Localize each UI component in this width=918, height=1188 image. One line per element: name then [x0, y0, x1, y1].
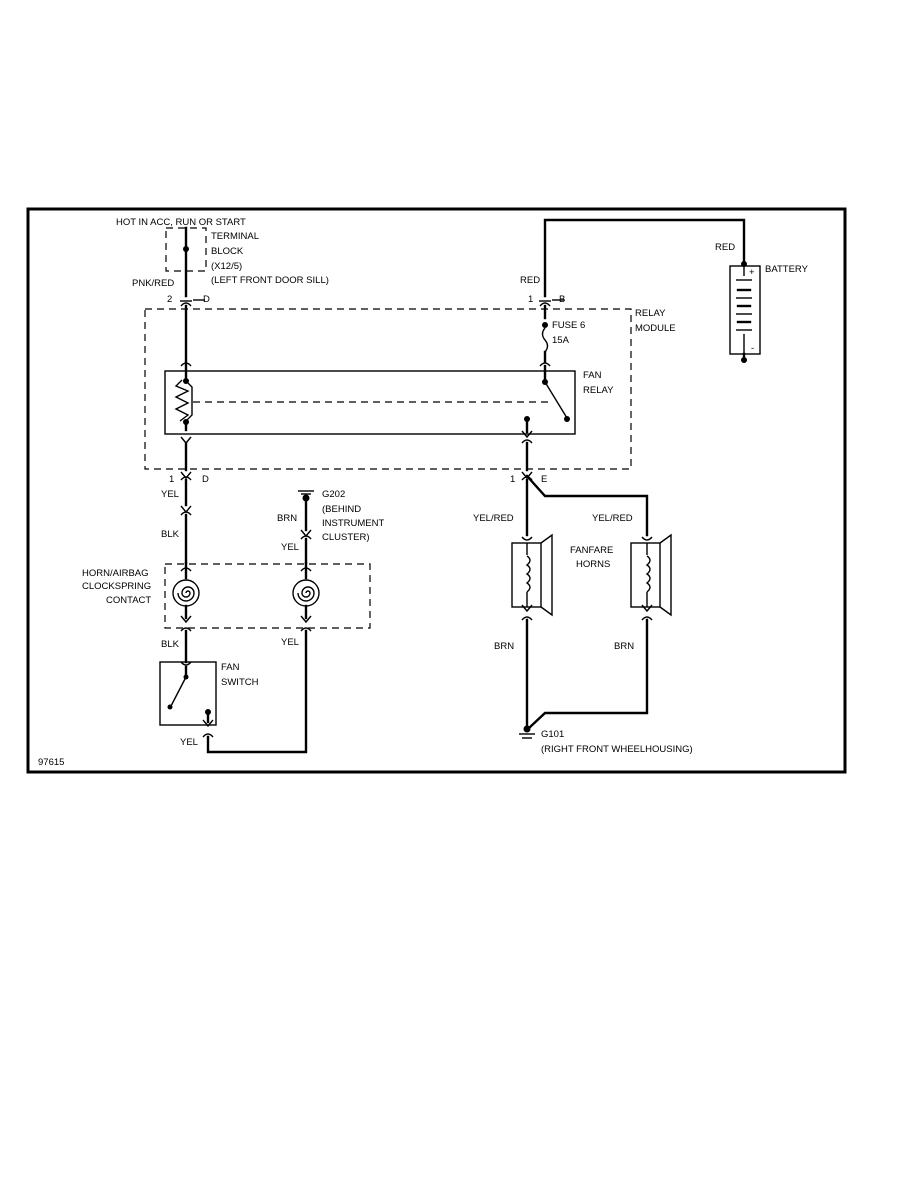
terminal-block-label-4: (LEFT FRONT DOOR SILL) — [211, 275, 329, 286]
relay-coil — [174, 364, 193, 432]
fan-switch-label-2: SWITCH — [221, 677, 259, 688]
wire-label-blk-1: BLK — [161, 529, 180, 540]
ground-g101-name: G101 — [541, 729, 564, 740]
wire-label-brn-1: BRN — [494, 641, 514, 652]
clockspring-label-1: HORN/AIRBAG — [82, 568, 149, 579]
pin-label-1-bottom-right: 1 — [510, 474, 515, 485]
wire-label-yel-g202: YEL — [281, 542, 299, 553]
wire-label-red-top: RED — [520, 275, 540, 286]
terminal-block-label-3: (X12/5) — [211, 261, 242, 272]
connector-c1 — [180, 299, 205, 307]
relay-module-label-1: RELAY — [635, 308, 666, 319]
wire-brn-horn-right — [528, 618, 649, 729]
connector-c4 — [300, 529, 312, 540]
horn-left — [511, 533, 553, 617]
ground-g202-label-1: (BEHIND — [322, 504, 361, 515]
ground-g101-desc: (RIGHT FRONT WHEELHOUSING) — [541, 744, 693, 755]
connector-c3 — [180, 505, 192, 516]
clockspring-box — [164, 563, 371, 629]
wire-label-pnk-red: PNK/RED — [132, 278, 174, 289]
connector-c2 — [180, 471, 192, 481]
wire-label-yel-1: YEL — [161, 489, 179, 500]
wire-label-yel-red-2: YEL/RED — [592, 513, 633, 524]
pin-label-d-bottom: D — [202, 474, 209, 485]
battery-plus: + — [749, 267, 755, 278]
terminal-block-label-2: BLOCK — [211, 246, 244, 257]
ground-g101-symbol — [519, 725, 535, 739]
horn-right — [630, 533, 672, 617]
fan-relay-label-2: RELAY — [583, 385, 614, 396]
wire-label-blk-2: BLK — [161, 639, 180, 650]
clockspring-label-2: CLOCKSPRING — [82, 581, 151, 592]
ground-g202-symbol — [298, 490, 314, 502]
fan-switch-contact — [167, 661, 214, 728]
battery-minus: - — [751, 343, 754, 354]
fan-relay-label-1: FAN — [583, 370, 602, 381]
wire-label-red-batt: RED — [715, 242, 735, 253]
fuse-6 — [541, 304, 549, 364]
wire-label-yel-red-1: YEL/RED — [473, 513, 514, 524]
relay-module-label-2: MODULE — [635, 323, 676, 334]
clockspring-contact-left — [172, 561, 200, 624]
pin-label-2: 2 — [167, 294, 172, 305]
wire-label-yel-switch: YEL — [180, 737, 198, 748]
fuse-rating: 15A — [552, 335, 570, 346]
fan-relay-box — [164, 370, 576, 435]
wire-label-brn-2: BRN — [614, 641, 634, 652]
relay-switch-contact — [521, 364, 570, 439]
battery-symbol — [729, 261, 761, 363]
diagram-id: 97615 — [38, 757, 64, 768]
horns-label-1: FANFARE — [570, 545, 613, 556]
clockspring-contact-right — [292, 561, 320, 624]
pin-label-d-top: D — [203, 294, 210, 305]
wire-red-battery — [543, 218, 746, 298]
wire-yel-red-horn-right — [525, 474, 649, 537]
power-source-label: HOT IN ACC, RUN OR START — [116, 217, 246, 228]
wire-yel-switch — [206, 629, 308, 754]
fan-switch-label-1: FAN — [221, 662, 240, 673]
pin-label-1-left: 1 — [169, 474, 174, 485]
wire-label-brn-g202: BRN — [277, 513, 297, 524]
ground-g202-label-2: INSTRUMENT — [322, 518, 384, 529]
horns-label-2: HORNS — [576, 559, 610, 570]
connector-c5 — [539, 299, 564, 307]
battery-label: BATTERY — [765, 264, 809, 275]
wire-label-yel-2: YEL — [281, 637, 299, 648]
fuse-name: FUSE 6 — [552, 320, 585, 331]
terminal-block-label-1: TERMINAL — [211, 231, 259, 242]
pin-label-1-top-right: 1 — [528, 294, 533, 305]
ground-g202-name: G202 — [322, 489, 345, 500]
clockspring-label-3: CONTACT — [106, 595, 151, 606]
diagram-border — [26, 207, 847, 774]
relay-module-box — [144, 308, 632, 470]
ground-g202-label-3: CLUSTER) — [322, 532, 370, 543]
fan-switch-box — [159, 661, 217, 726]
pin-label-e: E — [541, 474, 547, 485]
